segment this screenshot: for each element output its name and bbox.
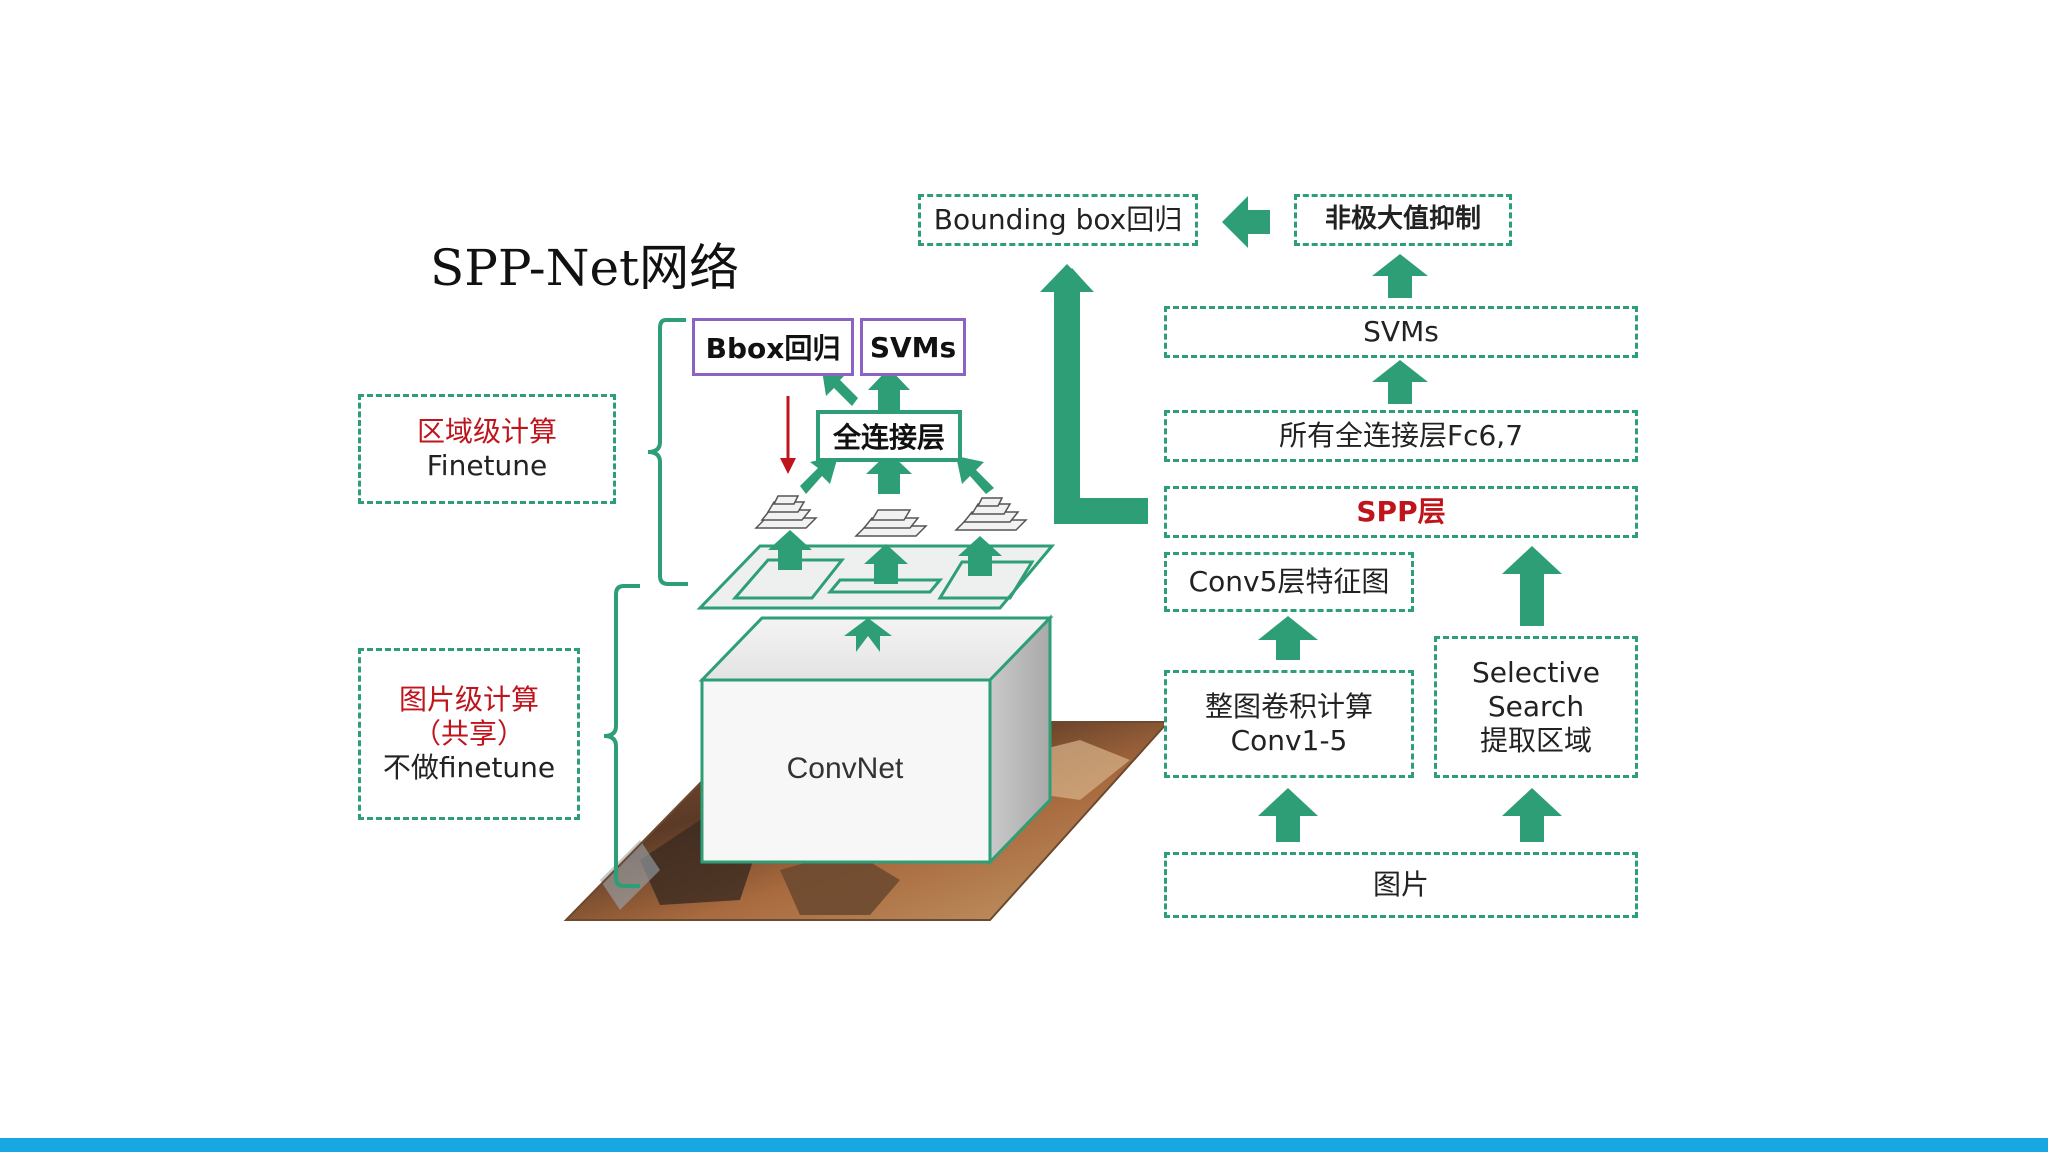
region-level-compute-box: 区域级计算 Finetune [358,394,616,504]
svms-box-right: SVMs [1164,306,1638,358]
image-level-label: 图片级计算 [398,682,539,716]
shared-label: （共享） [412,716,525,750]
fully-connected-box: 全连接层 [816,410,962,462]
svms-box-left: SVMs [860,318,966,376]
big-l-arrow-head [1040,264,1094,292]
pooled-features [754,495,1028,537]
conv5-feature-map-label: Conv5层特征图 [1188,564,1390,598]
spp-layer-box: SPP层 [1164,486,1638,538]
bounding-box-regression-box: Bounding box回归 [918,194,1198,246]
conv5-feature-map-box: Conv5层特征图 [1164,552,1414,612]
finetune-label: Finetune [426,449,548,482]
all-fc-label: 所有全连接层Fc6,7 [1278,418,1524,452]
all-fc-box: 所有全连接层Fc6,7 [1164,410,1638,462]
page-title: SPP-Net网络 [430,239,740,297]
bbox-regression-label: Bbox回归 [705,332,841,365]
bounding-box-regression-label: Bounding box回归 [933,202,1183,236]
nms-box: 非极大值抑制 [1294,194,1512,246]
image-level-compute-box: 图片级计算 （共享） 不做finetune [358,648,580,820]
fully-connected-label: 全连接层 [832,421,945,454]
search-label: Search [1487,689,1585,723]
whole-image-conv-label: 整图卷积计算 [1204,689,1373,723]
whole-image-conv-box: 整图卷积计算 Conv1-5 [1164,670,1414,778]
region-level-label: 区域级计算 [416,414,557,448]
right-flow-arrows [1222,196,1562,842]
image-brace [603,584,640,888]
image-input-label: 图片 [1372,867,1429,901]
no-finetune-label: 不做finetune [382,751,556,785]
convnet-box [698,614,1054,866]
bbox-regression-box: Bbox回归 [692,318,854,376]
convnet-label: ConvNet [786,752,904,785]
spp-layer-label: SPP层 [1356,494,1446,528]
nms-label: 非极大值抑制 [1324,204,1481,235]
svms-label-left: SVMs [869,330,957,364]
selective-label: Selective [1472,655,1600,689]
left-flow-arrows [768,268,1148,652]
extract-regions-label: 提取区域 [1479,724,1592,758]
image-input-box: 图片 [1164,852,1638,918]
red-down-arrow [780,396,796,474]
region-brace [647,318,688,586]
selective-search-box: Selective Search 提取区域 [1434,636,1638,778]
conv1-5-label: Conv1-5 [1230,724,1348,757]
bottom-accent-bar [0,1138,2048,1152]
svms-label-right: SVMs [1363,314,1439,348]
